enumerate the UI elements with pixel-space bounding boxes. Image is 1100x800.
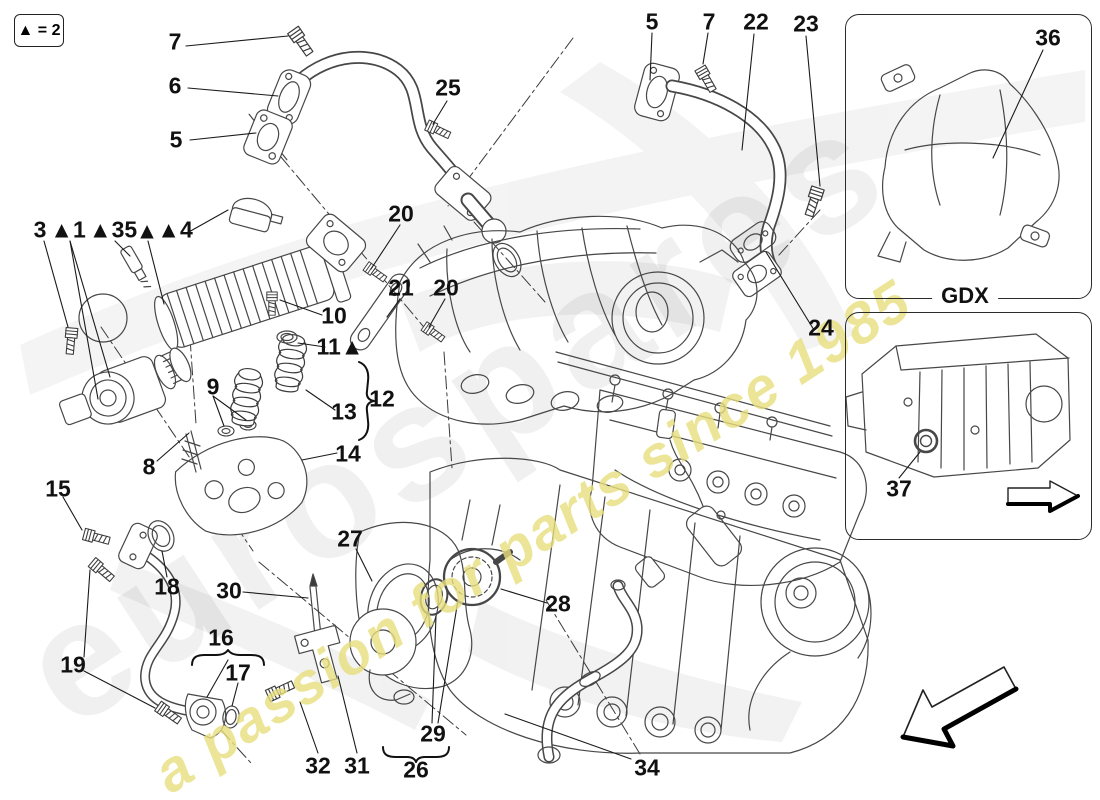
bracket-group	[264, 573, 341, 703]
callout-27: 27	[337, 525, 363, 552]
inset-box-gdx	[845, 14, 1092, 299]
callout-22: 22	[743, 8, 769, 35]
water-pipe-lower-left	[81, 520, 240, 739]
callout-36: 36	[1035, 24, 1061, 51]
leader-lines	[43, 32, 1044, 760]
callout-3: 3	[33, 216, 47, 243]
callout-28: 28	[545, 590, 571, 617]
callout-7-upper-left: 7	[168, 28, 182, 55]
callout-5-upper-right: 5	[645, 8, 659, 35]
callout-32: 32	[305, 752, 331, 779]
callout-35: ▲35	[88, 216, 138, 243]
callout-17: 17	[225, 659, 251, 686]
callout-29: 29	[420, 720, 446, 747]
callout-13: 13	[331, 398, 357, 425]
egr-pipe-upper-right	[634, 62, 825, 298]
callout-15: 15	[45, 475, 71, 502]
callout-1: ▲1	[50, 216, 86, 243]
callout-30: 30	[216, 577, 242, 604]
callout-4: ▲4	[157, 216, 193, 243]
callout-5-upper-left: 5	[169, 126, 183, 153]
callout-6: 6	[168, 72, 182, 99]
callout-7-upper-right: 7	[702, 8, 716, 35]
callout-24: 24	[808, 314, 834, 341]
callout-braces	[191, 361, 450, 763]
egr-cooler-assembly	[58, 197, 447, 536]
callout-34: 34	[634, 754, 660, 781]
legend-box: ▲ = 2	[14, 14, 64, 47]
callout-37: 37	[886, 475, 912, 502]
callout-18: 18	[154, 573, 180, 600]
callout-20-upper: 20	[388, 200, 414, 227]
direction-arrow-main	[900, 666, 1019, 749]
callout-16: 16	[208, 624, 234, 651]
water-pump	[349, 547, 513, 705]
watermark-swoosh	[20, 62, 1085, 395]
callout-20-lower: 20	[433, 274, 459, 301]
callout-31: 31	[344, 752, 370, 779]
hose-34	[537, 579, 643, 764]
callout-19: 19	[60, 651, 86, 678]
callout-8: 8	[142, 453, 156, 480]
callout-25: 25	[435, 74, 461, 101]
direction-arrow-inset	[1006, 480, 1080, 513]
callout-23: 23	[793, 10, 819, 37]
callout-11: 11▲	[316, 333, 364, 360]
callout-9: 9	[206, 373, 220, 400]
callout-14: 14	[335, 440, 361, 467]
egr-pipe-upper-left	[243, 25, 522, 278]
callout-21: 21	[388, 274, 414, 301]
heat-shield-36	[877, 64, 1060, 263]
callout-12: 12	[369, 385, 395, 412]
engine-block	[355, 457, 869, 754]
crank-sensor	[634, 408, 743, 588]
callout-10: 10	[321, 302, 347, 329]
gdx-code-label: GDX	[932, 283, 998, 309]
callout-triangle: ▲	[135, 217, 159, 244]
intake-manifold	[395, 215, 758, 425]
inset-box-block	[845, 312, 1092, 540]
callout-26: 26	[403, 756, 429, 783]
block-inset-art	[845, 333, 1071, 478]
